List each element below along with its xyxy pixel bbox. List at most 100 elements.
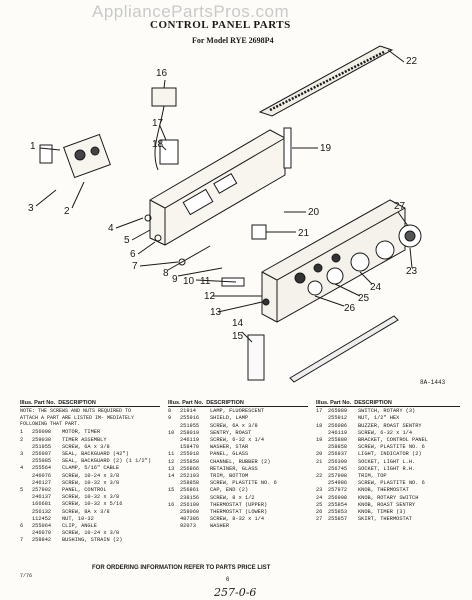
part-description: SCREW, 8A x 3/8 <box>62 508 110 515</box>
ordering-footer: FOR ORDERING INFORMATION REFER TO PARTS … <box>92 565 271 571</box>
watermark: AppliancePartsPros.com <box>92 2 290 21</box>
part-number: 255916 <box>180 415 200 422</box>
page-number: 6 <box>226 577 230 583</box>
callout-16: 16 <box>156 68 168 79</box>
part-number: 258060 <box>180 509 200 516</box>
callout-25: 25 <box>358 293 370 304</box>
parts-list: Illus. Part No. DESCRIPTION NOTE: THE SC… <box>20 400 460 560</box>
callout-4: 4 <box>108 223 114 234</box>
part-description: SCREW, PLASTITE NO. 6 <box>210 480 277 487</box>
part-number: 255564 <box>32 465 52 472</box>
callout-5: 5 <box>124 235 130 246</box>
part-number: 256998 <box>328 494 348 501</box>
part-illus-number: 19 <box>316 437 323 444</box>
part-description: NUT, 1/2" HEX <box>358 415 400 422</box>
part-number: 246119 <box>180 437 200 444</box>
part-description: SCREW, 10-24 x 3/8 <box>62 472 120 479</box>
header-illus: Illus. <box>316 400 329 406</box>
parts-row: 16 256109 THERMOSTAT (UPPER) <box>168 502 308 509</box>
part-description: SENTRY, ROAST <box>210 429 252 436</box>
part-description: KNOB, TIMER (3) <box>358 509 406 516</box>
part-number: 256907 <box>32 451 52 458</box>
part-number: 258858 <box>328 444 348 451</box>
part-illus-number: 23 <box>316 487 323 494</box>
part-description: PANEL, CONTROL <box>62 487 107 494</box>
part-description: SCREW, 8 x 1/2 <box>210 494 255 501</box>
part-number: 256109 <box>180 501 200 508</box>
part-number: 257972 <box>328 487 348 494</box>
callout-19: 19 <box>320 143 332 154</box>
parts-row: 256745 SOCKET, LIGHT R.H. <box>316 466 460 473</box>
diagram-reference-code: 8A-1443 <box>420 379 446 386</box>
part-number: 21914 <box>180 408 196 415</box>
part-description: TRIM, BOTTOM <box>210 473 249 480</box>
part-illus-number: 5 <box>20 487 24 494</box>
header-description: DESCRIPTION <box>206 400 244 406</box>
part-description: CLIP, ANGLE <box>62 523 97 530</box>
part-illus-number: 21 <box>316 458 323 465</box>
part-number: 255880 <box>328 437 348 444</box>
part-description: THERMOSTAT (LOWER) <box>210 509 268 516</box>
part-description: SOCKET, LIGHT R.H. <box>358 465 416 472</box>
callout-7: 7 <box>132 261 138 272</box>
part-number: 246119 <box>328 429 348 436</box>
part-description: SEAL, BACKGUARD (2) (1 1/2") <box>62 458 152 465</box>
part-description: THERMOSTAT (UPPER) <box>210 501 268 508</box>
part-description: SCREW, 10-32 x 5/16 <box>62 501 123 508</box>
part-description: SCREW, 10-32 x 3/8 <box>62 494 120 501</box>
part-number: 257902 <box>32 487 52 494</box>
parts-row: 246137 SCREW, 10-32 x 3/8 <box>20 494 160 501</box>
callout-20: 20 <box>308 207 320 218</box>
callout-14: 14 <box>232 318 244 329</box>
part-illus-number: 9 <box>168 415 172 422</box>
part-illus-number: 11 <box>168 451 175 458</box>
part-description: KNOB, ROTARY SWITCH <box>358 494 419 501</box>
callout-21: 21 <box>298 228 310 239</box>
part-illus-number: 10 <box>168 429 175 436</box>
callout-27: 27 <box>394 201 406 212</box>
callout-23: 23 <box>406 266 418 277</box>
part-number: 255859 <box>180 458 200 465</box>
part-number: 166681 <box>32 501 52 508</box>
part-description: KNOB, THERMOSTAT <box>358 487 409 494</box>
part-illus-number: 16 <box>168 501 175 508</box>
part-description: LAMP, FLUORESCENT <box>210 408 265 415</box>
header-description: DESCRIPTION <box>58 400 96 406</box>
part-number: 255857 <box>328 516 348 523</box>
callout-1: 1 <box>30 141 36 152</box>
header-part: Part <box>330 400 341 406</box>
part-number: 256399 <box>328 458 348 465</box>
callout-8: 8 <box>163 268 169 279</box>
parts-header-2: Illus. Part No. DESCRIPTION <box>168 400 308 408</box>
part-number: 252193 <box>180 473 200 480</box>
part-description: SKIRT, THERMOSTAT <box>358 516 413 523</box>
part-number: 251955 <box>180 422 200 429</box>
part-number: 246137 <box>32 494 52 501</box>
part-number: 256745 <box>328 465 348 472</box>
part-description: WASHER, STAR <box>210 444 249 451</box>
part-description: CHANNEL, RUBBER (2) <box>210 458 271 465</box>
header-no: No. <box>46 400 56 406</box>
header-no: No. <box>194 400 204 406</box>
model-subtitle: For Model RYE 2698P4 <box>192 36 274 45</box>
part-number: 251955 <box>32 443 52 450</box>
